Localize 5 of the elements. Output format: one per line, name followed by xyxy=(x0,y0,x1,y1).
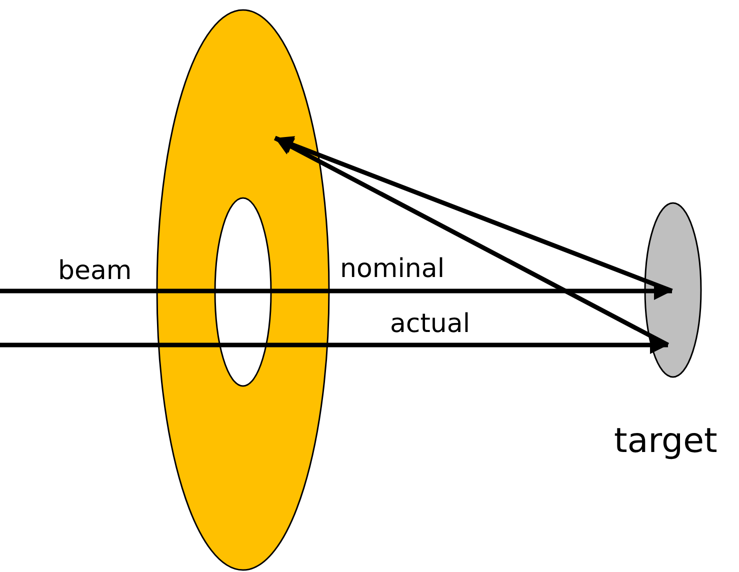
beam-label: beam xyxy=(58,258,132,284)
target-label: target xyxy=(614,424,718,458)
arrow xyxy=(0,336,668,354)
arrow xyxy=(274,136,670,347)
arrow xyxy=(274,136,673,294)
